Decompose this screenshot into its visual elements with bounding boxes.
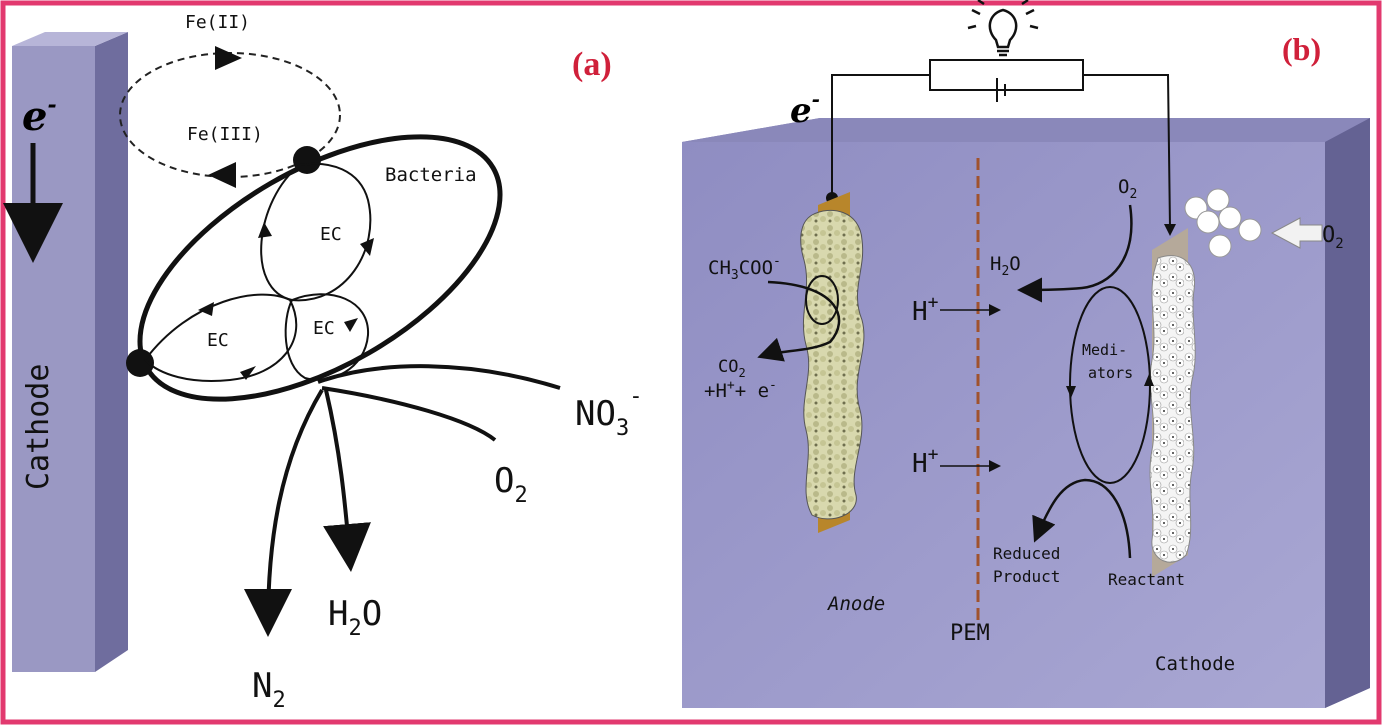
proton-label-2: H+ bbox=[912, 444, 939, 479]
h2o-label: H2O bbox=[328, 594, 382, 641]
fe2-label: Fe(II) bbox=[185, 12, 250, 33]
o2-reduction-path bbox=[1017, 204, 1133, 303]
ec-top-arrow-right-icon bbox=[360, 238, 374, 256]
cell-box-top bbox=[682, 118, 1370, 142]
electron-b-label: e- bbox=[790, 87, 820, 131]
reduced-product-label-2: Product bbox=[993, 567, 1060, 586]
ec-right-arrow-icon bbox=[344, 318, 358, 332]
electron-label: e- bbox=[22, 92, 57, 140]
co2-label: CO2 bbox=[718, 357, 746, 380]
reactant-reduction-path bbox=[1032, 478, 1132, 559]
proton-label-1: H+ bbox=[912, 292, 939, 327]
light-bulb-icon bbox=[967, 0, 1039, 57]
mediator-arrow-down-icon bbox=[1066, 386, 1076, 398]
o2-pathway bbox=[321, 386, 497, 442]
anode-loop-ring bbox=[805, 275, 839, 325]
oxygen-bubbles bbox=[1184, 188, 1262, 258]
attachment-dot-top bbox=[293, 146, 321, 174]
cathode-b-label: Cathode bbox=[1155, 653, 1235, 675]
ec2-label: EC bbox=[207, 330, 229, 351]
pem-label: PEM bbox=[950, 621, 990, 646]
ec-loop-top bbox=[260, 162, 372, 302]
h2o-product-label: H2O bbox=[990, 253, 1021, 279]
bacteria-cell bbox=[137, 134, 503, 402]
reactant-label: Reactant bbox=[1108, 570, 1185, 589]
mediators-label-2: ators bbox=[1088, 364, 1133, 382]
fe3-label: Fe(III) bbox=[187, 124, 263, 145]
fe3-arrow-icon bbox=[208, 162, 236, 188]
cathode-slab-side bbox=[95, 32, 128, 672]
ec1-label: EC bbox=[320, 224, 342, 245]
anode-products-label: +H++ e- bbox=[704, 378, 777, 402]
reduced-product-label-1: Reduced bbox=[993, 544, 1060, 563]
bacteria-label: Bacteria bbox=[385, 164, 477, 186]
ec-loop-right bbox=[284, 293, 370, 381]
no3-label: NO3- bbox=[575, 384, 642, 441]
o2-inflow-arrow-icon bbox=[1270, 217, 1323, 249]
panel-a: e- Cathode Fe(II) Fe(III) Bacteria EC EC… bbox=[3, 12, 642, 713]
o2-reactant-label: O2 bbox=[1118, 176, 1137, 202]
cell-box-side bbox=[1325, 118, 1370, 708]
h2o-pathway bbox=[323, 389, 371, 572]
external-circuit bbox=[831, 59, 1171, 229]
o2-inflow-label: O2 bbox=[1322, 223, 1344, 252]
cathode-slab-top bbox=[12, 32, 128, 46]
cathode-biofilm bbox=[1149, 255, 1196, 563]
anode-biofilm bbox=[800, 209, 865, 520]
cathode-circuit-arrow-icon bbox=[1164, 224, 1176, 236]
no3-pathway bbox=[317, 364, 561, 390]
n2-label: N2 bbox=[252, 666, 286, 713]
ec3-label: EC bbox=[313, 318, 335, 339]
n2-pathway bbox=[244, 388, 324, 637]
acetate-oxidation-loop bbox=[757, 280, 841, 362]
ec-left-arrow-bottom-icon bbox=[240, 366, 256, 380]
cathode-slab bbox=[12, 46, 95, 672]
mediators-label-1: Medi- bbox=[1082, 341, 1127, 359]
panel-a-label: (a) bbox=[572, 46, 612, 83]
ec-left-arrow-top-icon bbox=[198, 302, 214, 316]
anode-label: Anode bbox=[827, 593, 885, 615]
o2-label: O2 bbox=[494, 461, 528, 508]
mediator-arrow-up-icon bbox=[1144, 374, 1154, 386]
ec-top-arrow-left-icon bbox=[258, 222, 272, 238]
panel-b-label: (b) bbox=[1282, 31, 1321, 67]
fe2-arrow-icon bbox=[215, 46, 242, 70]
panel-b: e- O2 CH3COO- CO2 +H++ e- H+ H+ bbox=[682, 0, 1370, 708]
acetate-label: CH3COO- bbox=[708, 254, 781, 283]
cathode-vertical-label: Cathode bbox=[21, 364, 56, 490]
